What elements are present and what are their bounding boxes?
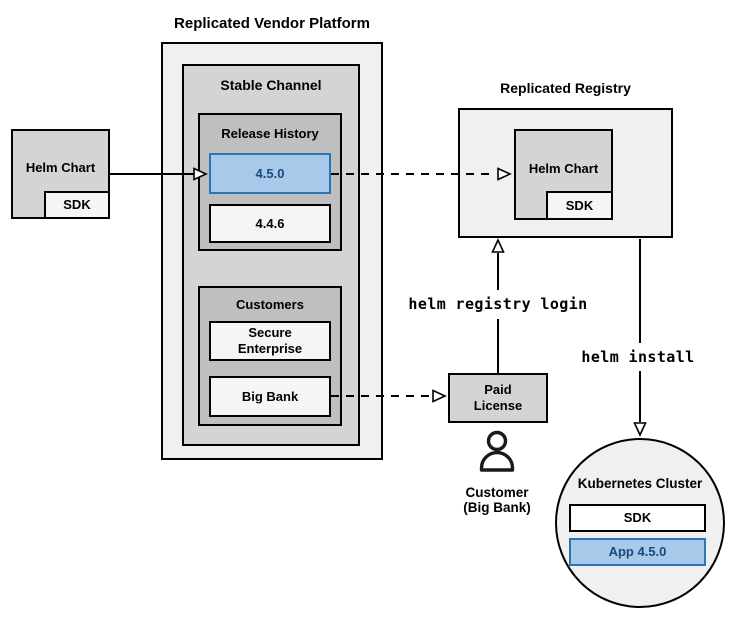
- cluster-sdk-box: SDK: [569, 504, 706, 532]
- paid-license-box: Paid License: [448, 373, 548, 423]
- customer-persona-detail: (Big Bank): [463, 500, 531, 515]
- cluster-sdk-label: SDK: [623, 510, 652, 526]
- release-history-label: Release History: [221, 126, 319, 141]
- registry-title: Replicated Registry: [500, 80, 631, 96]
- source-sdk-label: SDK: [63, 197, 91, 213]
- customers-label: Customers: [236, 297, 304, 312]
- customer-secure-enterprise-label: Secure Enterprise: [237, 325, 303, 356]
- registry-sdk-box: SDK: [546, 191, 613, 220]
- helm-install-command: helm install: [581, 348, 695, 366]
- registry-sdk-label: SDK: [565, 197, 594, 213]
- customer-secure-enterprise-box: Secure Enterprise: [209, 321, 331, 361]
- helm-registry-login-command: helm registry login: [408, 295, 588, 313]
- release-version-450-label: 4.5.0: [255, 165, 285, 181]
- person-icon: [479, 430, 515, 472]
- cluster-app-label: App 4.5.0: [608, 544, 667, 560]
- release-version-446-box: 4.4.6: [209, 204, 331, 243]
- customer-big-bank-label: Big Bank: [241, 388, 299, 404]
- kubernetes-cluster-title: Kubernetes Cluster: [577, 476, 703, 491]
- cluster-app-box: App 4.5.0: [569, 538, 706, 566]
- registry-helm-chart-label: Helm Chart: [528, 160, 599, 176]
- source-sdk-box: SDK: [44, 191, 110, 219]
- release-version-446-label: 4.4.6: [255, 215, 285, 231]
- vendor-platform-title: Replicated Vendor Platform: [174, 15, 370, 32]
- source-helm-chart-label: Helm Chart: [25, 160, 96, 176]
- release-version-450-box: 4.5.0: [209, 153, 331, 194]
- paid-license-label: Paid License: [473, 382, 523, 413]
- customer-persona-name: Customer: [465, 485, 529, 500]
- arrow-registry-to-cluster-icon: [633, 239, 647, 437]
- customer-persona-caption: Customer (Big Bank): [437, 485, 557, 515]
- customer-big-bank-box: Big Bank: [209, 376, 331, 417]
- stable-channel-label: Stable Channel: [220, 77, 322, 93]
